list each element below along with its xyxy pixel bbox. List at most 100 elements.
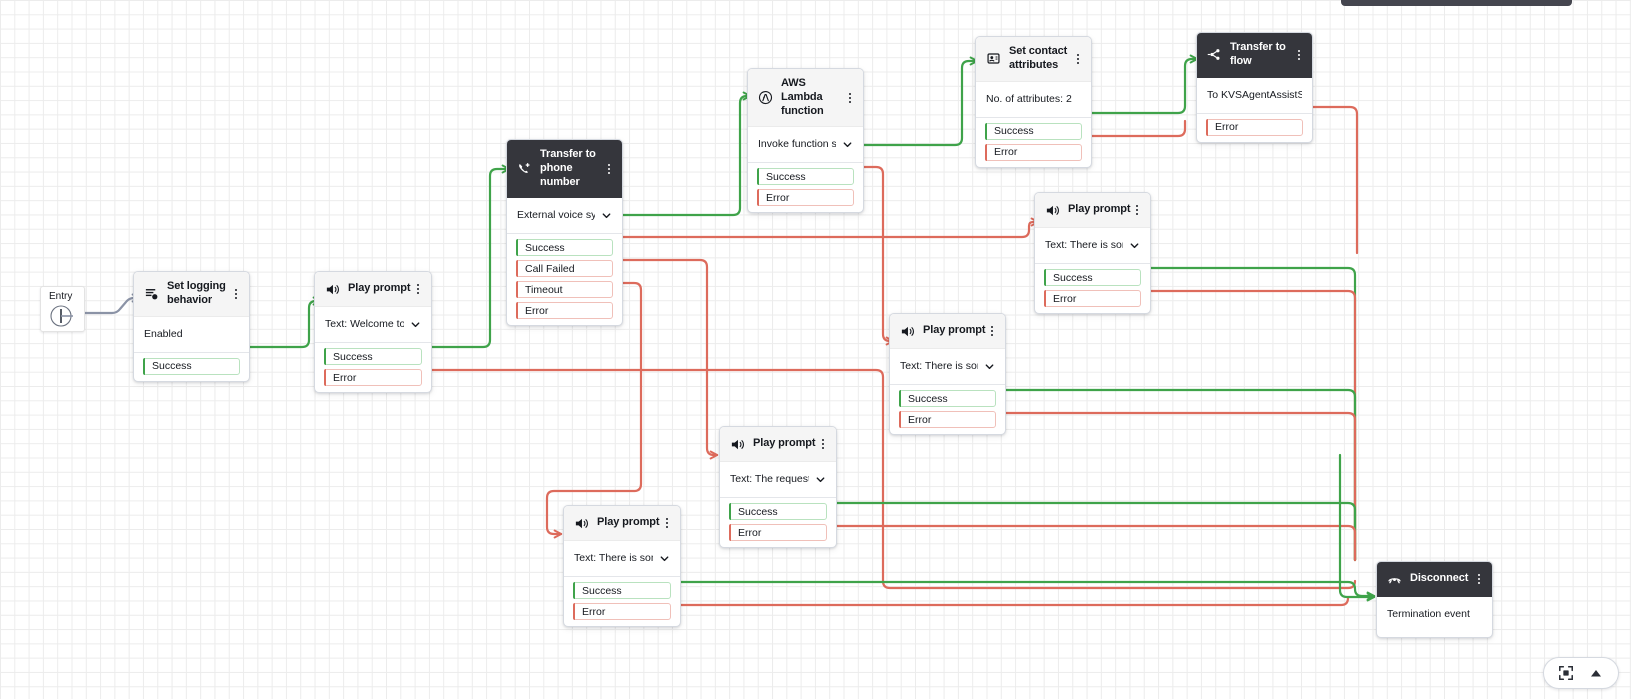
fit-to-screen-icon[interactable]: [1558, 665, 1574, 681]
node-set-logging-behavior[interactable]: Set logging behavior Enabled Success: [133, 271, 250, 382]
entry-circle-icon: [41, 304, 75, 336]
port-label: Success: [766, 170, 806, 183]
port-error[interactable]: Error: [516, 302, 613, 320]
canvas-controls[interactable]: [1543, 657, 1619, 689]
port-error[interactable]: Error: [573, 603, 671, 620]
node-ports: Error: [1197, 114, 1312, 142]
node-menu-icon[interactable]: [986, 324, 998, 338]
speaker-icon: [1045, 203, 1060, 218]
node-menu-icon[interactable]: [412, 282, 424, 296]
node-transfer-to-flow[interactable]: Transfer to flow To KVSAgentAssistStagin…: [1196, 32, 1313, 143]
node-body: Termination event: [1377, 597, 1492, 637]
node-menu-icon[interactable]: [603, 162, 615, 176]
speaker-icon: [325, 282, 340, 297]
speaker-icon: [900, 324, 915, 339]
port-error[interactable]: Error: [757, 189, 854, 207]
node-disconnect[interactable]: Disconnect Termination event: [1376, 561, 1493, 638]
node-aws-lambda-function[interactable]: AWS Lambda function Invoke function sync…: [747, 68, 864, 214]
node-title: Play prompt: [1068, 203, 1131, 216]
node-body: Text: The request to exte...: [720, 462, 836, 498]
chevron-down-icon[interactable]: [842, 139, 853, 150]
node-header: AWS Lambda function: [748, 69, 863, 128]
node-title: Play prompt: [348, 282, 411, 295]
port-success[interactable]: Success: [516, 239, 613, 257]
port-call-failed[interactable]: Call Failed: [516, 260, 613, 278]
node-title: Transfer to phone number: [540, 148, 596, 188]
node-title: Play prompt: [597, 516, 660, 529]
node-body-text: External voice system: ko...: [517, 209, 595, 222]
phone-transfer-icon: [517, 161, 532, 176]
node-menu-icon[interactable]: [817, 437, 829, 451]
port-success[interactable]: Success: [573, 582, 671, 599]
node-ports: Success Error: [748, 163, 863, 212]
port-error[interactable]: Error: [324, 369, 422, 386]
node-body: Text: There is some error...: [1035, 228, 1150, 264]
node-header: Disconnect: [1377, 562, 1492, 597]
node-play-prompt-request[interactable]: Play prompt Text: The request to exte...…: [719, 426, 837, 548]
chevron-down-icon[interactable]: [601, 210, 612, 221]
port-label: Success: [908, 392, 948, 405]
node-header: Play prompt: [315, 272, 431, 307]
node-header: Play prompt: [1035, 193, 1150, 228]
port-error[interactable]: Error: [899, 411, 996, 428]
chevron-down-icon[interactable]: [815, 474, 826, 485]
node-menu-icon[interactable]: [230, 287, 242, 301]
node-body-text: No. of attributes: 2: [986, 92, 1072, 105]
chevron-down-icon[interactable]: [410, 319, 421, 330]
port-error[interactable]: Error: [985, 143, 1082, 161]
node-menu-icon[interactable]: [1072, 52, 1084, 66]
node-menu-icon[interactable]: [661, 516, 673, 530]
entry-label: Entry: [49, 291, 73, 302]
node-ports: Success Error: [315, 343, 431, 392]
node-menu-icon[interactable]: [844, 91, 856, 105]
node-ports: Success Call Failed Timeout Error: [507, 234, 622, 325]
chevron-down-icon[interactable]: [984, 361, 995, 372]
port-success[interactable]: Success: [1044, 269, 1141, 286]
node-body: Text: There is some issue...: [890, 349, 1005, 385]
port-success[interactable]: Success: [324, 348, 422, 365]
port-success[interactable]: Success: [729, 503, 827, 520]
port-success[interactable]: Success: [985, 122, 1082, 140]
entry-node[interactable]: Entry: [40, 286, 85, 332]
node-play-prompt-error-bottom[interactable]: Play prompt Text: There is some error...…: [563, 505, 681, 627]
top-toolbar-fragment: [1341, 0, 1572, 6]
node-ports: Success: [134, 353, 249, 381]
node-body-text: Text: There is some issue...: [900, 360, 978, 372]
node-title: Set logging behavior: [167, 280, 226, 306]
node-ports: Success Error: [564, 577, 680, 626]
node-play-prompt-error-right[interactable]: Play prompt Text: There is some error...…: [1034, 192, 1151, 314]
disconnect-icon: [1387, 572, 1402, 587]
port-label: Success: [994, 125, 1034, 137]
node-body-text: Text: There is some error...: [574, 552, 653, 564]
port-timeout[interactable]: Timeout: [516, 281, 613, 299]
transfer-flow-icon: [1207, 47, 1222, 62]
node-ports: Success Error: [720, 498, 836, 547]
port-error[interactable]: Error: [729, 524, 827, 541]
node-body-text: Text: Welcome to Amazo...: [325, 318, 404, 330]
collapse-triangle-icon[interactable]: [1588, 665, 1604, 681]
node-play-prompt-welcome[interactable]: Play prompt Text: Welcome to Amazo... Su…: [314, 271, 432, 393]
node-play-prompt-issue[interactable]: Play prompt Text: There is some issue...…: [889, 313, 1006, 435]
port-success[interactable]: Success: [143, 357, 240, 375]
node-header: Play prompt: [720, 427, 836, 462]
node-title: Play prompt: [753, 437, 816, 450]
port-error[interactable]: Error: [1206, 118, 1303, 136]
node-body-text: Invoke function sync: kor...: [758, 138, 836, 151]
port-label: Timeout: [525, 283, 563, 296]
node-menu-icon[interactable]: [1473, 572, 1485, 586]
port-label: Error: [908, 413, 932, 426]
node-menu-icon[interactable]: [1293, 48, 1305, 62]
port-success[interactable]: Success: [757, 168, 854, 186]
node-menu-icon[interactable]: [1131, 203, 1143, 217]
node-set-contact-attributes[interactable]: Set contact attributes No. of attributes…: [975, 36, 1092, 168]
chevron-down-icon[interactable]: [659, 553, 670, 564]
lambda-icon: [758, 90, 773, 105]
port-error[interactable]: Error: [1044, 290, 1141, 307]
chevron-down-icon[interactable]: [1129, 240, 1140, 251]
port-success[interactable]: Success: [899, 390, 996, 407]
node-header: Transfer to flow: [1197, 33, 1312, 78]
speaker-icon: [730, 437, 745, 452]
node-transfer-to-phone-number[interactable]: Transfer to phone number External voice …: [506, 139, 623, 327]
node-title: Disconnect: [1410, 572, 1469, 585]
